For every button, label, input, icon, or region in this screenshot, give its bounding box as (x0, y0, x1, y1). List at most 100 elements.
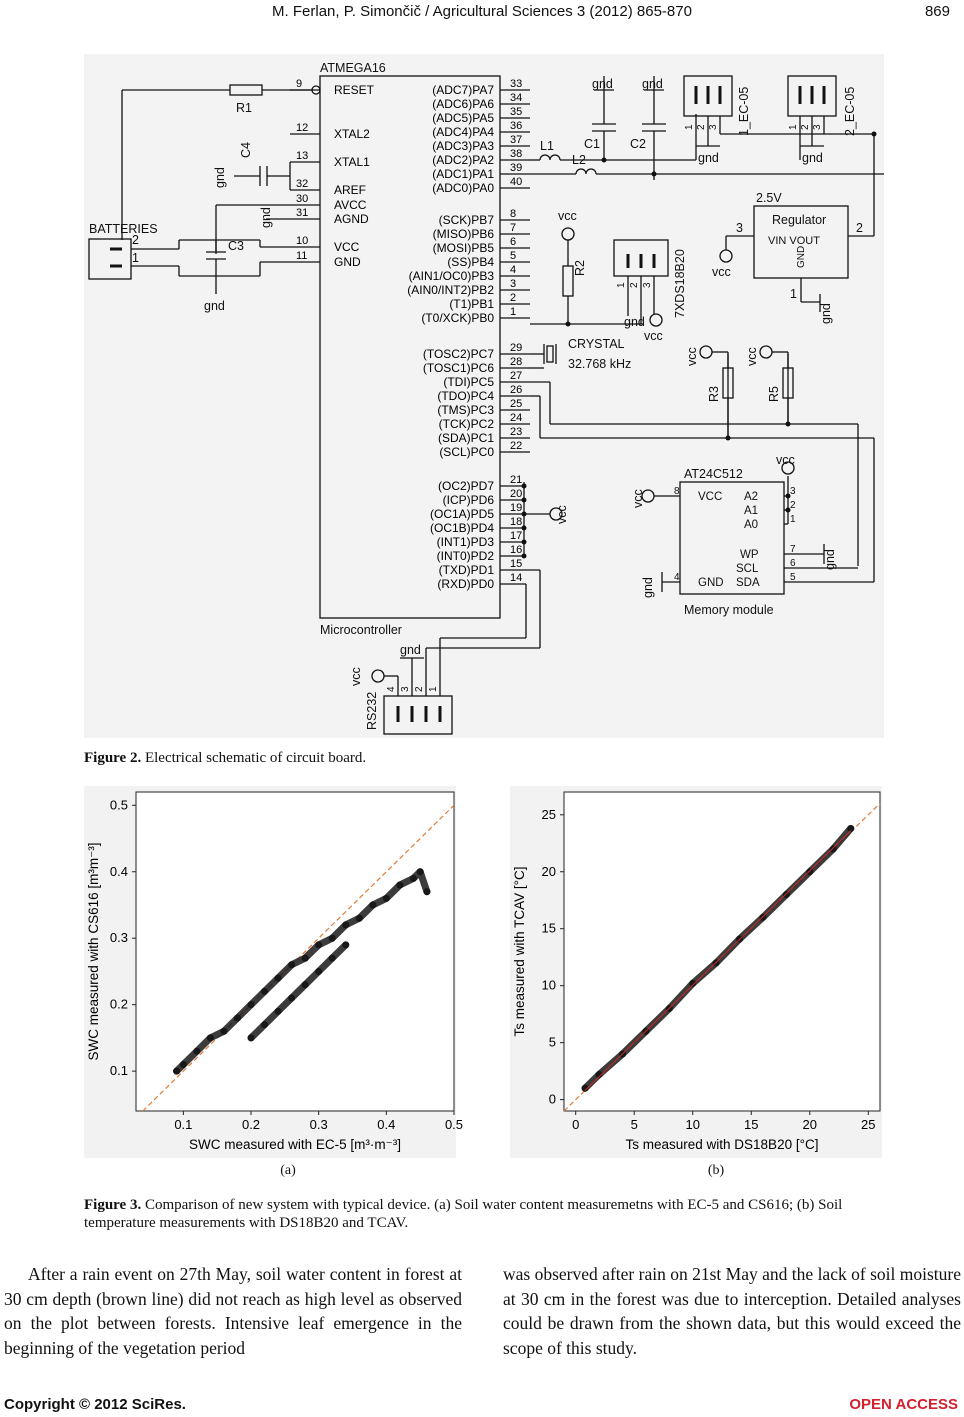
mem-a1-pin: A1 (744, 505, 758, 517)
mcu-pin-name: (T0/XCK)PB0 (421, 311, 494, 325)
mem-sda-pin: SDA (736, 577, 760, 589)
mcu-pin-name: (TDI)PC5 (443, 375, 494, 389)
open-access-badge: OPEN ACCESS (849, 1396, 958, 1413)
mcu-pin-number: 19 (510, 502, 522, 514)
x-tick-label: 0 (572, 1117, 579, 1132)
figure-2-caption: Figure 2. Electrical schematic of circui… (84, 749, 366, 767)
y-tick-label: 0.3 (110, 930, 128, 945)
mcu-pin-name: (INT0)PD2 (437, 549, 495, 563)
memory-caption: Memory module (684, 603, 774, 617)
gnd-label: gnd (400, 643, 421, 657)
figure-3-label: Figure 3. (84, 1197, 142, 1213)
mcu-pin-number: 32 (296, 178, 308, 190)
mcu-pin-number: 33 (510, 78, 522, 90)
mcu-pin-number: 5 (510, 250, 516, 262)
mcu-pin-name: (T1)PB1 (449, 297, 494, 311)
x-tick-label: 10 (686, 1117, 700, 1132)
mcu-body (319, 75, 501, 619)
y-tick-label: 0.2 (110, 997, 128, 1012)
figure-2-caption-text: Electrical schematic of circuit board. (141, 750, 367, 766)
mem-gnd-pin: GND (698, 577, 724, 589)
mem-pin-3: 3 (790, 486, 796, 497)
mem-pin-6: 6 (790, 558, 796, 569)
mcu-pin-number: 8 (510, 208, 516, 220)
mcu-pin-number: 4 (510, 264, 516, 276)
vcc-label: vcc (776, 453, 795, 467)
schematic-svg: 9RESET12XTAL213XTAL132AREF30AVCC31AGND10… (88, 61, 884, 735)
memory-chip-name: AT24C512 (684, 467, 743, 481)
c4-label: C4 (239, 142, 253, 158)
point-cloud (247, 941, 350, 1042)
mcu-pin-name: (SDA)PC1 (438, 431, 494, 445)
mcu-pin-name: AREF (334, 183, 366, 197)
gnd-label: gnd (592, 77, 613, 91)
mem-pin-2: 2 (790, 500, 796, 511)
mcu-pin-name: (TOSC2)PC7 (423, 347, 494, 361)
y-tick-label: 5 (549, 1035, 556, 1050)
mem-vcc-pin: VCC (698, 491, 722, 503)
mcu-pin-name: (OC2)PD7 (438, 479, 494, 493)
x-tick-label: 20 (803, 1117, 817, 1132)
mem-a2-pin: A2 (744, 491, 758, 503)
mcu-pin-number: 10 (296, 235, 308, 247)
mcu-pin-number: 35 (510, 106, 522, 118)
mcu-pin-name: (OC1B)PD4 (430, 521, 494, 535)
mcu-pin-name: (TXD)PD1 (439, 563, 495, 577)
mcu-pin-name: GND (334, 255, 361, 269)
mcu-pin-name: (ADC2)PA2 (432, 153, 494, 167)
mcu-pin-number: 39 (510, 162, 522, 174)
mcu-pin-number: 38 (510, 148, 522, 160)
mcu-pin-number: 28 (510, 356, 522, 368)
y-tick-label: 20 (542, 864, 556, 879)
mcu-pin-name: (ADC0)PA0 (432, 181, 494, 195)
panel-b-label: (b) (707, 1163, 725, 1178)
r2-label: R2 (573, 260, 587, 276)
body-paragraph-continued: was observed after rain on 21st May and … (503, 1264, 961, 1358)
mcu-pin-number: 30 (296, 193, 308, 205)
mcu-pin-name: (RXD)PD0 (437, 577, 494, 591)
y-tick-label: 0 (549, 1092, 556, 1107)
point-cloud (173, 868, 431, 1075)
gnd-label: gnd (624, 315, 645, 329)
y-axis-label: Ts measured with TCAV [°C] (512, 867, 527, 1037)
mcu-pin-name: (SCL)PC0 (439, 445, 494, 459)
l2-label: L2 (572, 153, 586, 167)
mem-wp-pin: WP (740, 549, 759, 561)
gnd-label: gnd (259, 207, 273, 228)
mcu-pin-number: 17 (510, 530, 522, 542)
mcu-pin-number: 11 (296, 250, 307, 262)
mcu-pin-name: (ICP)PD6 (443, 493, 495, 507)
mcu-pin-name: XTAL1 (334, 155, 370, 169)
y-tick-label: 25 (542, 807, 556, 822)
mcu-pin-name: (INT1)PD3 (437, 535, 495, 549)
gnd-label: gnd (204, 299, 225, 313)
mem-pin-1: 1 (790, 514, 796, 525)
mem-pin-8: 8 (674, 486, 680, 497)
x-axis-label: SWC measured with EC-5 [m³·m⁻³] (189, 1137, 401, 1152)
mcu-pin-number: 25 (510, 398, 522, 410)
mcu-pin-number: 40 (510, 176, 522, 188)
body-paragraph: After a rain event on 27th May, soil wat… (4, 1264, 462, 1358)
vcc-label: vcc (555, 505, 569, 524)
mcu-pin-number: 14 (510, 572, 522, 584)
mcu-pin-number: 3 (510, 278, 516, 290)
mcu-pin-number: 24 (510, 412, 522, 424)
vcc-label: vcc (349, 667, 363, 686)
ec2-pin-3: 3 (812, 124, 823, 130)
rs-pin-2: 2 (414, 686, 425, 692)
mcu-pin-number: 7 (510, 222, 516, 234)
figure-2-label: Figure 2. (84, 750, 142, 766)
mcu-pin-number: 37 (510, 134, 522, 146)
mcu-pin-name: (ADC5)PA5 (432, 111, 494, 125)
ec1-pin-2: 2 (696, 124, 707, 130)
panel-a-label: (a) (280, 1163, 296, 1178)
reg-gnd-label: GND (796, 246, 807, 268)
ec1-pin-3: 3 (708, 124, 719, 130)
ds-pin-2: 2 (629, 282, 640, 288)
x-tick-label: 25 (861, 1117, 875, 1132)
ds-pin-3: 3 (642, 282, 653, 288)
y-tick-label: 10 (542, 978, 556, 993)
